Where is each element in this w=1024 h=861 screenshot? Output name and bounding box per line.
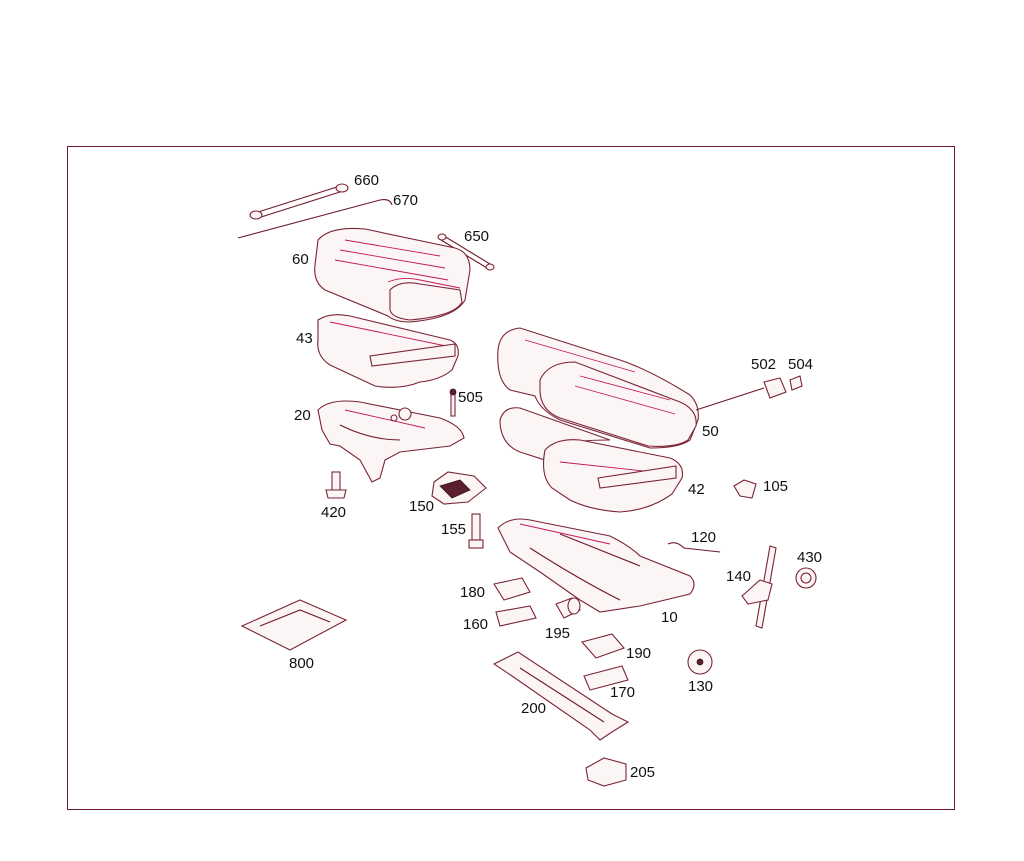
callout-205: 205 [630, 764, 656, 781]
part-660-strap [249, 183, 349, 220]
part-502-clip [763, 377, 787, 399]
part-670-wire [237, 199, 393, 239]
part-800-mat [240, 599, 348, 651]
part-42-cushion [499, 407, 684, 513]
callout-430: 430 [797, 549, 823, 566]
callout-170: 170 [610, 684, 636, 701]
callout-120: 120 [691, 529, 717, 546]
part-150-bracket [431, 471, 487, 505]
callout-420: 420 [321, 504, 347, 521]
callout-800: 800 [289, 655, 315, 672]
part-10-base-frame [497, 518, 695, 613]
callout-200: 200 [521, 700, 547, 717]
part-50-backrest [497, 327, 765, 449]
part-120-spring [667, 542, 721, 553]
part-505-pin [449, 388, 457, 417]
callout-504: 504 [788, 356, 814, 373]
callout-130: 130 [688, 678, 714, 695]
callout-180: 180 [460, 584, 486, 601]
part-155-bolt [468, 513, 484, 549]
callout-670: 670 [393, 192, 419, 209]
part-430-grommet [795, 567, 817, 589]
callout-650: 650 [464, 228, 490, 245]
part-60-seat-cover [314, 227, 471, 323]
part-195-bushing [555, 597, 581, 619]
part-160-guide [495, 605, 537, 627]
callout-502: 502 [751, 356, 777, 373]
part-170-guide [583, 665, 629, 691]
callout-20: 20 [294, 407, 311, 424]
callout-160: 160 [463, 616, 489, 633]
part-504-clip [789, 375, 803, 391]
part-130-cap [687, 649, 713, 675]
part-205-block [585, 757, 627, 787]
diagram-frame [67, 146, 955, 810]
part-140-rail [741, 545, 777, 629]
callout-195: 195 [545, 625, 571, 642]
callout-140: 140 [726, 568, 752, 585]
callout-50: 50 [702, 423, 719, 440]
callout-660: 660 [354, 172, 380, 189]
callout-150: 150 [409, 498, 435, 515]
part-200-crossbar [492, 651, 630, 741]
callout-505: 505 [458, 389, 484, 406]
callout-43: 43 [296, 330, 313, 347]
part-43-cushion [317, 314, 459, 388]
callout-10: 10 [661, 609, 678, 626]
callout-105: 105 [763, 478, 789, 495]
callout-190: 190 [626, 645, 652, 662]
part-420-bolt [325, 471, 347, 499]
callout-42: 42 [688, 481, 705, 498]
callout-155: 155 [441, 521, 467, 538]
part-20-seat-frame [317, 400, 465, 483]
callout-60: 60 [292, 251, 309, 268]
part-105-clip [733, 479, 757, 499]
part-190-cover [581, 633, 625, 659]
part-180-cover [493, 577, 531, 601]
